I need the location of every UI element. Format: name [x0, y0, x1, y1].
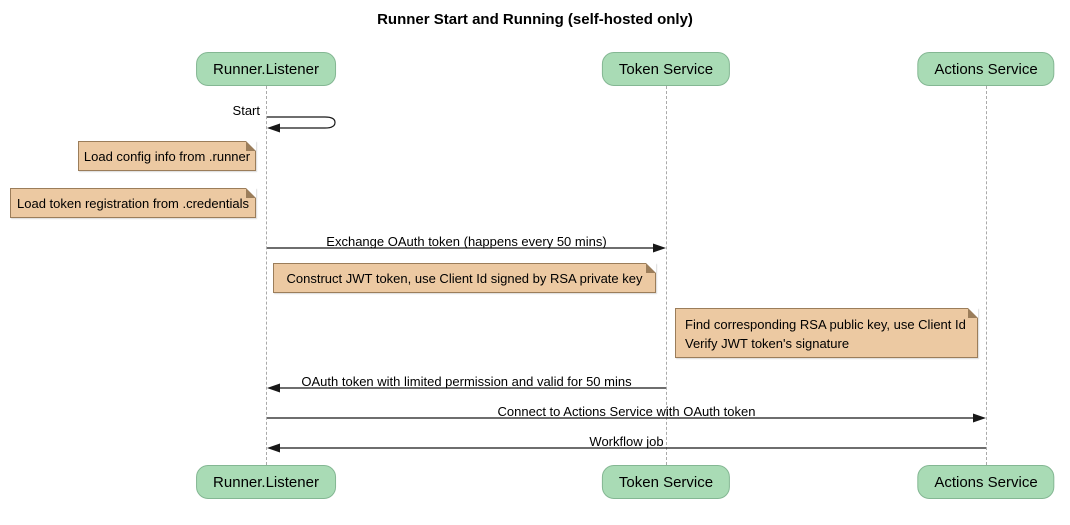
- lifeline-runner-listener: [266, 86, 267, 465]
- lifeline-actions-service: [986, 86, 987, 465]
- participant-token-service-top: Token Service: [601, 52, 731, 86]
- message-exchange-label: Exchange OAuth token (happens every 50 m…: [326, 234, 607, 249]
- lifeline-token-service: [666, 86, 667, 465]
- message-connect-label: Connect to Actions Service with OAuth to…: [497, 404, 756, 419]
- note-construct-jwt: Construct JWT token, use Client Id signe…: [273, 263, 656, 293]
- participant-actions-service-bottom: Actions Service: [917, 465, 1055, 499]
- note-find-rsa-line2: Verify JWT token's signature: [685, 336, 850, 351]
- message-start-label: Start: [232, 103, 260, 118]
- note-load-token: Load token registration from .credential…: [10, 188, 256, 218]
- participant-actions-service-top: Actions Service: [917, 52, 1055, 86]
- participant-runner-listener-bottom: Runner.Listener: [196, 465, 336, 499]
- message-oauth-return-label: OAuth token with limited permission and …: [301, 374, 632, 389]
- self-message-start-arrow: [267, 116, 336, 133]
- participant-runner-listener-top: Runner.Listener: [196, 52, 336, 86]
- diagram-title: Runner Start and Running (self-hosted on…: [377, 11, 693, 28]
- message-workflow-label: Workflow job: [589, 434, 664, 449]
- participant-token-service-bottom: Token Service: [601, 465, 731, 499]
- note-find-rsa-line1: Find corresponding RSA public key, use C…: [685, 317, 966, 332]
- note-find-rsa: Find corresponding RSA public key, use C…: [675, 308, 978, 358]
- note-load-config: Load config info from .runner: [78, 141, 256, 171]
